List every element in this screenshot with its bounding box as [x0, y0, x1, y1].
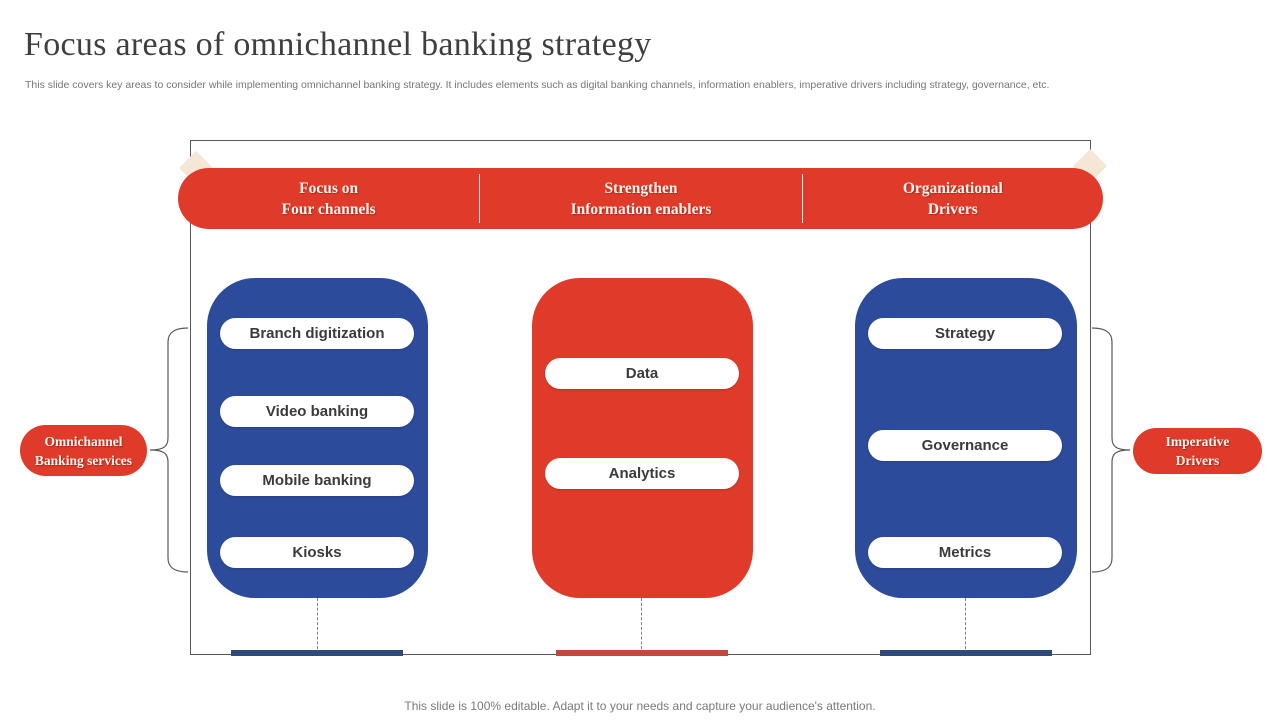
bottom-bar-left [231, 650, 403, 656]
header-line: Four channels [281, 200, 376, 218]
band-divider [479, 174, 481, 223]
item-pill-kiosks: Kiosks [220, 537, 414, 568]
item-pill-branch-digitization: Branch digitization [220, 318, 414, 349]
item-pill-video-banking: Video banking [220, 396, 414, 427]
side-label-imperative-drivers: Imperative Drivers [1133, 428, 1262, 474]
band-divider [801, 174, 803, 223]
item-pill-mobile-banking: Mobile banking [220, 465, 414, 496]
item-pill-strategy: Strategy [868, 318, 1062, 349]
header-section-four-channels: Focus on Four channels [178, 168, 479, 229]
connector-dashed-left [317, 598, 318, 654]
header-line: Information enablers [570, 200, 712, 218]
header-line: Strengthen [604, 179, 678, 197]
footer-note: This slide is 100% editable. Adapt it to… [404, 699, 876, 713]
header-line: Organizational [902, 179, 1003, 197]
connector-dashed-middle [641, 598, 642, 654]
brace-right [1091, 327, 1131, 573]
side-label-line: Imperative [1165, 434, 1230, 449]
side-label-line: Banking services [34, 452, 133, 468]
bottom-bar-middle [556, 650, 728, 656]
connector-dashed-right [965, 598, 966, 654]
brace-left [149, 327, 189, 573]
page-title: Focus areas of omnichannel banking strat… [24, 26, 652, 63]
header-section-information-enablers: Strengthen Information enablers [480, 168, 801, 229]
item-pill-analytics: Analytics [545, 458, 739, 489]
bottom-bar-right [880, 650, 1052, 656]
item-pill-governance: Governance [868, 430, 1062, 461]
item-pill-data: Data [545, 358, 739, 389]
side-label-line: Omnichannel [44, 433, 123, 449]
header-line: Focus on [299, 179, 359, 197]
side-label-omnichannel-banking-services: Omnichannel Banking services [20, 425, 147, 476]
header-section-organizational-drivers: Organizational Drivers [803, 168, 1103, 229]
header-band: Focus on Four channels Strengthen Inform… [178, 168, 1103, 229]
side-label-line: Drivers [1175, 453, 1220, 468]
header-line: Drivers [927, 200, 978, 218]
page-subtitle: This slide covers key areas to consider … [25, 79, 1050, 91]
item-pill-metrics: Metrics [868, 537, 1062, 568]
